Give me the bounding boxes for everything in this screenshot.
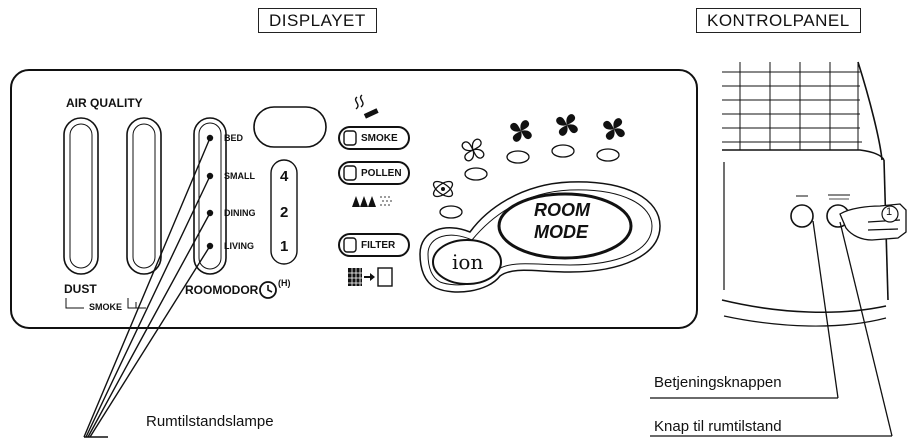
operation-button-caption: Betjeningsknappen	[654, 374, 782, 391]
control-panel-leader-lines	[650, 220, 893, 437]
fan-indicator-low	[464, 167, 488, 181]
dust-label: DUST	[64, 282, 97, 296]
smoke-button-shape	[338, 126, 410, 150]
timer-number-2: 2	[280, 204, 289, 221]
room-mode-label-line2[interactable]: MODE	[534, 222, 588, 242]
roomodor-label: ROOMODOR	[185, 283, 259, 297]
room-lamp-leader-lines	[83, 137, 211, 438]
fan-indicator-max	[596, 148, 620, 162]
fan-indicator-high	[551, 144, 575, 158]
room-lamp-caption: Rumtilstandslampe	[146, 413, 274, 430]
filter-button[interactable]: FILTER	[361, 240, 396, 251]
filter-icon	[348, 267, 393, 287]
display-section-label: DISPLAYET	[258, 8, 377, 33]
ion-button	[432, 239, 502, 285]
lamp-label-living: LIVING	[224, 241, 255, 251]
callout-number: 1	[886, 206, 893, 218]
lamp-label-bed: BED	[224, 133, 244, 143]
air-quality-label: AIR QUALITY	[66, 96, 143, 110]
ion-label[interactable]: ion	[452, 250, 484, 274]
cigarette-icon	[354, 94, 379, 119]
fan-indicator-auto	[439, 205, 463, 219]
clock-icon	[259, 281, 277, 299]
control-panel-device	[721, 61, 889, 327]
control-panel-section-label: KONTROLPANEL	[696, 8, 861, 33]
fan-indicator-medium	[506, 150, 530, 164]
timer-display-oval	[253, 106, 327, 148]
auto-mode-icon	[432, 180, 454, 198]
smoke-button[interactable]: SMOKE	[361, 133, 398, 144]
fan-icon-high	[556, 114, 578, 136]
smoke-sub-label: SMOKE	[89, 302, 123, 312]
pollen-icon	[352, 196, 392, 207]
timer-number-1: 1	[280, 238, 289, 255]
air-quality-bar-right	[126, 117, 162, 275]
air-quality-bar-left	[63, 117, 99, 275]
lamp-label-small: SMALL	[224, 171, 255, 181]
room-mode-button-caption: Knap til rumtilstand	[654, 418, 782, 435]
fan-icon-small	[461, 138, 485, 162]
timer-number-capsule	[270, 159, 298, 265]
fan-icon-medium	[510, 120, 532, 142]
filter-button-shape	[338, 233, 410, 257]
room-mode-ion-shape	[419, 181, 661, 293]
room-mode-label-line1[interactable]: ROOM	[534, 200, 590, 220]
room-mode-button	[497, 192, 633, 260]
pollen-button[interactable]: POLLEN	[361, 168, 402, 179]
callout-circle	[881, 205, 899, 223]
room-lamp-capsule	[193, 117, 227, 275]
timer-unit-label: (H)	[278, 278, 291, 288]
lamp-label-dining: DINING	[224, 208, 256, 218]
pollen-button-shape	[338, 161, 410, 185]
fan-icon-max	[603, 118, 625, 140]
timer-number-4: 4	[280, 168, 289, 185]
